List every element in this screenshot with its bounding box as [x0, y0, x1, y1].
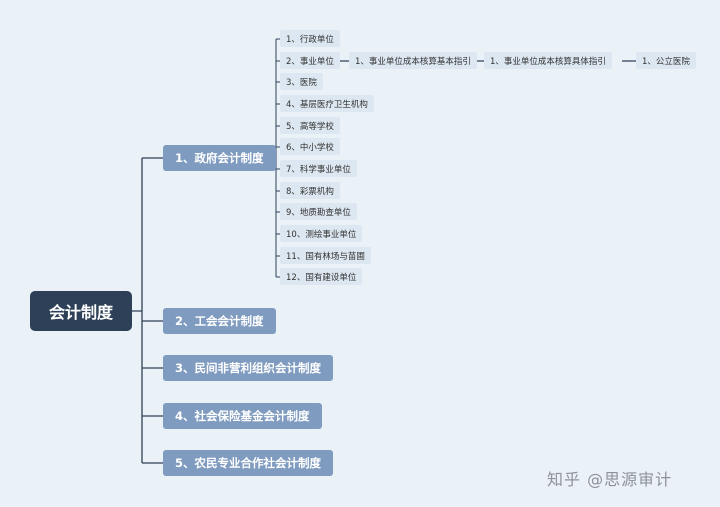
gov-item-university: 5、高等学校 [280, 117, 340, 134]
category-government-accounting: 1、政府会计制度 [163, 145, 276, 171]
gov-item-lottery-agency: 8、彩票机构 [280, 182, 340, 199]
category-farmer-cooperative-accounting: 5、农民专业合作社会计制度 [163, 450, 334, 476]
gov-item-research-unit: 7、科学事业单位 [280, 160, 357, 177]
chain-public-hospital: 1、公立医院 [636, 52, 696, 69]
root-node: 会计制度 [30, 291, 132, 331]
gov-item-primary-healthcare: 4、基层医疗卫生机构 [280, 95, 374, 112]
gov-item-school: 6、中小学校 [280, 138, 340, 155]
watermark: 知乎 @思源审计 [547, 470, 673, 489]
gov-item-geological-survey: 9、地质勘查单位 [280, 203, 357, 220]
gov-item-hospital: 3、医院 [280, 73, 323, 90]
chain-basic-cost-guideline: 1、事业单位成本核算基本指引 [349, 52, 477, 69]
gov-item-administrative-unit: 1、行政单位 [280, 30, 340, 47]
category-social-insurance-fund-accounting: 4、社会保险基金会计制度 [163, 403, 322, 429]
chain-specific-cost-guideline: 1、事业单位成本核算具体指引 [484, 52, 612, 69]
gov-item-public-institution: 2、事业单位 [280, 52, 340, 69]
category-trade-union-accounting: 2、工会会计制度 [163, 308, 276, 334]
root-to-categories-connector [132, 157, 163, 464]
gov-item-forest-farm: 11、国有林场与苗圃 [280, 247, 371, 264]
gov-item-surveying-unit: 10、测绘事业单位 [280, 225, 363, 242]
gov-item-construction-unit: 12、国有建设单位 [280, 268, 363, 285]
category-nonprofit-accounting: 3、民间非营利组织会计制度 [163, 355, 334, 381]
